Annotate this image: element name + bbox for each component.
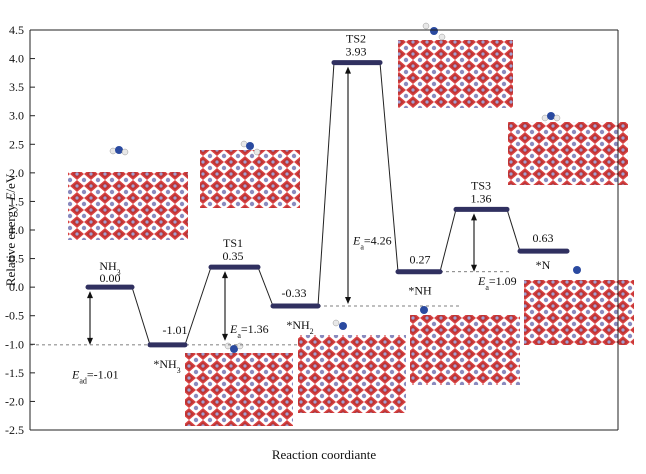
y-tick-label: 3.0 <box>9 109 24 123</box>
barrier-arrow-ts3 <box>471 213 477 272</box>
y-tick-label: -1.5 <box>5 366 24 380</box>
y-axis-title: Relative energy E/eV <box>3 173 18 286</box>
slab-nh2-adsorbed <box>298 319 406 413</box>
slab-nh3-gas <box>68 146 188 240</box>
barrier-arrows <box>87 66 477 345</box>
slab-ts2 <box>398 22 513 108</box>
state-name-label: *NH3 <box>153 357 180 375</box>
y-tick-label: -0.5 <box>5 309 24 323</box>
y-axis-title-unit: /eV <box>3 173 18 192</box>
barrier-annotation: Ead=-1.01 <box>71 368 119 386</box>
pathway-connectors <box>131 62 521 346</box>
barrier-annotation: Ea=1.36 <box>229 322 269 340</box>
state-value-label: 0.00 <box>100 271 121 285</box>
barrier-annotation: Ea=4.26 <box>352 233 392 251</box>
state-name-label: TS1 <box>223 236 243 250</box>
y-tick-label: 1.0 <box>9 223 24 237</box>
pathway-connector <box>184 266 212 346</box>
y-tick-label: 4.5 <box>9 23 24 37</box>
state-name-label: *NH <box>408 284 432 298</box>
y-tick-label: 2.5 <box>9 137 24 151</box>
pathway-connector <box>506 209 521 252</box>
y-tick-label: -1.0 <box>5 337 24 351</box>
y-tick-label: 1.5 <box>9 194 24 208</box>
state-value-label: -0.33 <box>282 286 307 300</box>
state-name-label: *NH2 <box>286 318 313 336</box>
state-value-label: 3.93 <box>346 45 367 59</box>
y-tick-label: 2.0 <box>9 166 24 180</box>
pathway-connector <box>379 62 399 272</box>
state-value-label: 0.35 <box>223 249 244 263</box>
state-name-label: TS3 <box>471 178 491 192</box>
y-tick-label: 0.0 <box>9 280 24 294</box>
state-value-label: 0.63 <box>533 231 554 245</box>
y-tick-label: -2.5 <box>5 423 24 437</box>
pathway-connector <box>439 209 457 272</box>
state-name-label: *N <box>536 258 551 272</box>
y-tick-label: 0.5 <box>9 252 24 266</box>
axes: 4.5 4.0 3.5 3.0 2.5 2.0 1.5 1.0 0.5 0.0 -0.5 -1.0 -1… <box>5 23 619 437</box>
adsorption-energy-arrow <box>87 291 93 345</box>
slab-n-adsorbed <box>524 266 634 345</box>
slab-nh3-adsorbed <box>185 342 293 426</box>
y-tick-label: 4.0 <box>9 52 24 66</box>
state-value-label: 1.36 <box>471 191 492 205</box>
y-tick-label: -2.0 <box>5 394 24 408</box>
barrier-arrow-ts1 <box>222 271 228 341</box>
energy-levels <box>85 60 570 348</box>
state-name-label: TS2 <box>346 32 366 46</box>
y-tick-label: 3.5 <box>9 80 24 94</box>
state-value-label: -1.01 <box>163 323 188 337</box>
state-value-label: 0.27 <box>410 253 431 267</box>
y-axis-title-main: Relative energy <box>3 204 18 286</box>
molecular-structures <box>68 22 634 426</box>
barrier-arrow-ts2 <box>345 66 351 304</box>
pathway-connector <box>317 62 335 307</box>
y-axis-title-symbol: E <box>3 193 18 202</box>
y-ticks: 4.5 4.0 3.5 3.0 2.5 2.0 1.5 1.0 0.5 0.0 -0.5 -1.0 -1… <box>5 23 35 437</box>
state-name-label: NH3 <box>99 259 120 277</box>
pathway-connector <box>257 266 274 307</box>
slab-ts1 <box>200 140 300 208</box>
slab-ts3 <box>508 112 628 185</box>
pathway-connector <box>131 286 151 346</box>
barrier-annotation: Ea=1.09 <box>477 274 517 292</box>
slab-nh-adsorbed <box>410 306 520 385</box>
x-axis-title: Reaction coordiante <box>272 447 377 462</box>
